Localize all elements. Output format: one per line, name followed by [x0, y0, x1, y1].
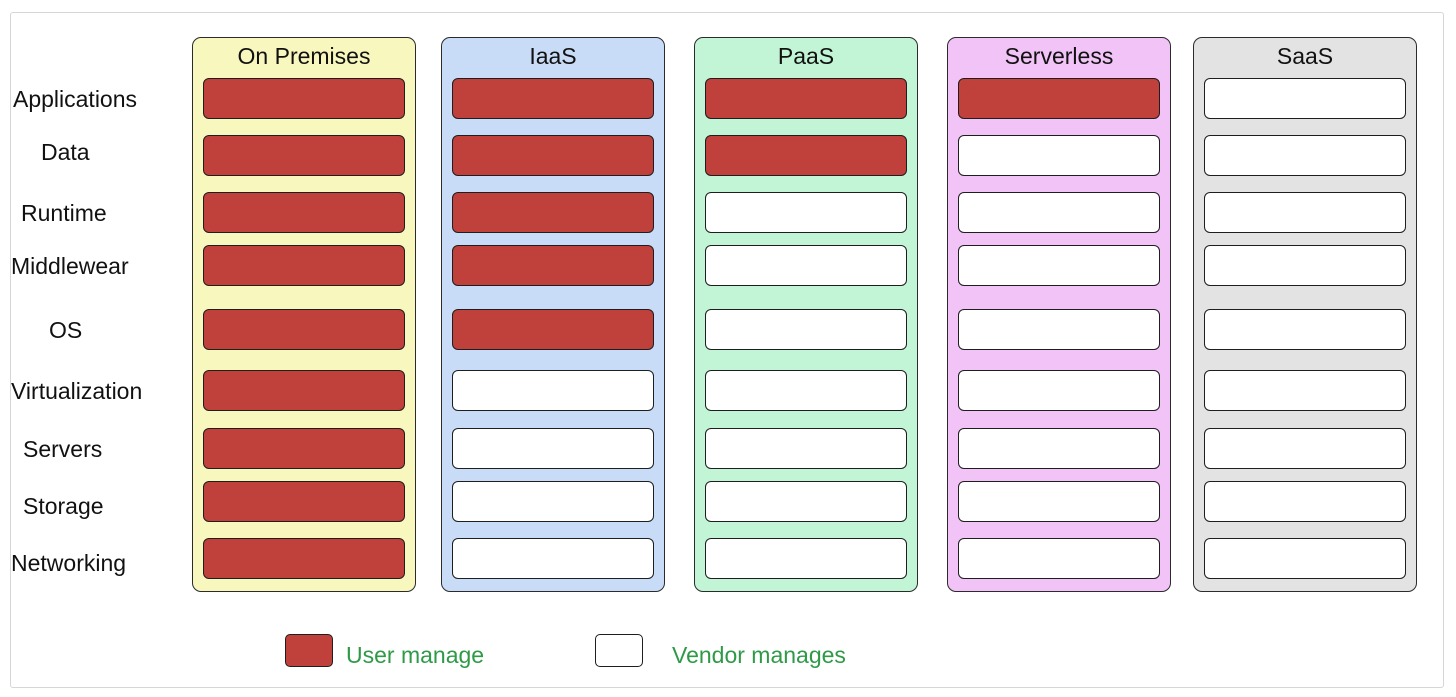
row-label-data: Data: [41, 139, 90, 165]
row-label-middlewear: Middlewear: [11, 253, 129, 279]
cell-paas-virtualization: [705, 370, 907, 411]
cell-serverless-servers: [958, 428, 1160, 469]
column-title-iaas: IaaS: [529, 43, 577, 69]
cell-saas-applications: [1204, 78, 1406, 119]
cell-paas-runtime: [705, 192, 907, 233]
cell-serverless-data: [958, 135, 1160, 176]
row-label-servers: Servers: [23, 436, 103, 462]
cell-iaas-applications: [452, 78, 654, 119]
cell-serverless-storage: [958, 481, 1160, 522]
cell-saas-os: [1204, 309, 1406, 350]
cell-on-premises-networking: [203, 538, 405, 579]
cell-on-premises-middlewear: [203, 245, 405, 286]
cell-paas-middlewear: [705, 245, 907, 286]
cell-saas-data: [1204, 135, 1406, 176]
row-label-applications: Applications: [13, 86, 138, 112]
column-title-on-premises: On Premises: [237, 43, 371, 69]
cell-serverless-applications: [958, 78, 1160, 119]
cell-paas-networking: [705, 538, 907, 579]
legend-label-vendor: Vendor manages: [672, 642, 846, 668]
cell-on-premises-data: [203, 135, 405, 176]
cell-saas-storage: [1204, 481, 1406, 522]
cell-paas-os: [705, 309, 907, 350]
legend-label-user: User manage: [346, 642, 485, 668]
cell-paas-storage: [705, 481, 907, 522]
cell-iaas-runtime: [452, 192, 654, 233]
cell-iaas-storage: [452, 481, 654, 522]
cell-iaas-data: [452, 135, 654, 176]
row-label-os: OS: [49, 317, 83, 343]
cell-saas-networking: [1204, 538, 1406, 579]
cell-on-premises-os: [203, 309, 405, 350]
cell-on-premises-runtime: [203, 192, 405, 233]
cell-iaas-servers: [452, 428, 654, 469]
cell-paas-servers: [705, 428, 907, 469]
cell-on-premises-storage: [203, 481, 405, 522]
cell-on-premises-virtualization: [203, 370, 405, 411]
cell-on-premises-servers: [203, 428, 405, 469]
column-title-saas: SaaS: [1276, 43, 1334, 69]
cell-paas-data: [705, 135, 907, 176]
cell-saas-runtime: [1204, 192, 1406, 233]
cell-on-premises-applications: [203, 78, 405, 119]
cell-serverless-virtualization: [958, 370, 1160, 411]
legend-swatch-user: [285, 634, 333, 667]
cell-serverless-middlewear: [958, 245, 1160, 286]
column-title-serverless: Serverless: [1004, 43, 1114, 69]
cell-saas-servers: [1204, 428, 1406, 469]
row-label-networking: Networking: [11, 550, 127, 576]
cell-iaas-networking: [452, 538, 654, 579]
cell-serverless-networking: [958, 538, 1160, 579]
cell-paas-applications: [705, 78, 907, 119]
cell-iaas-virtualization: [452, 370, 654, 411]
cell-saas-middlewear: [1204, 245, 1406, 286]
row-label-storage: Storage: [23, 493, 104, 519]
cell-serverless-os: [958, 309, 1160, 350]
cell-iaas-middlewear: [452, 245, 654, 286]
cell-saas-virtualization: [1204, 370, 1406, 411]
column-title-paas: PaaS: [777, 43, 835, 69]
cell-iaas-os: [452, 309, 654, 350]
row-label-virtualization: Virtualization: [11, 378, 143, 404]
row-label-runtime: Runtime: [21, 200, 107, 226]
legend-swatch-vendor: [595, 634, 643, 667]
cell-serverless-runtime: [958, 192, 1160, 233]
